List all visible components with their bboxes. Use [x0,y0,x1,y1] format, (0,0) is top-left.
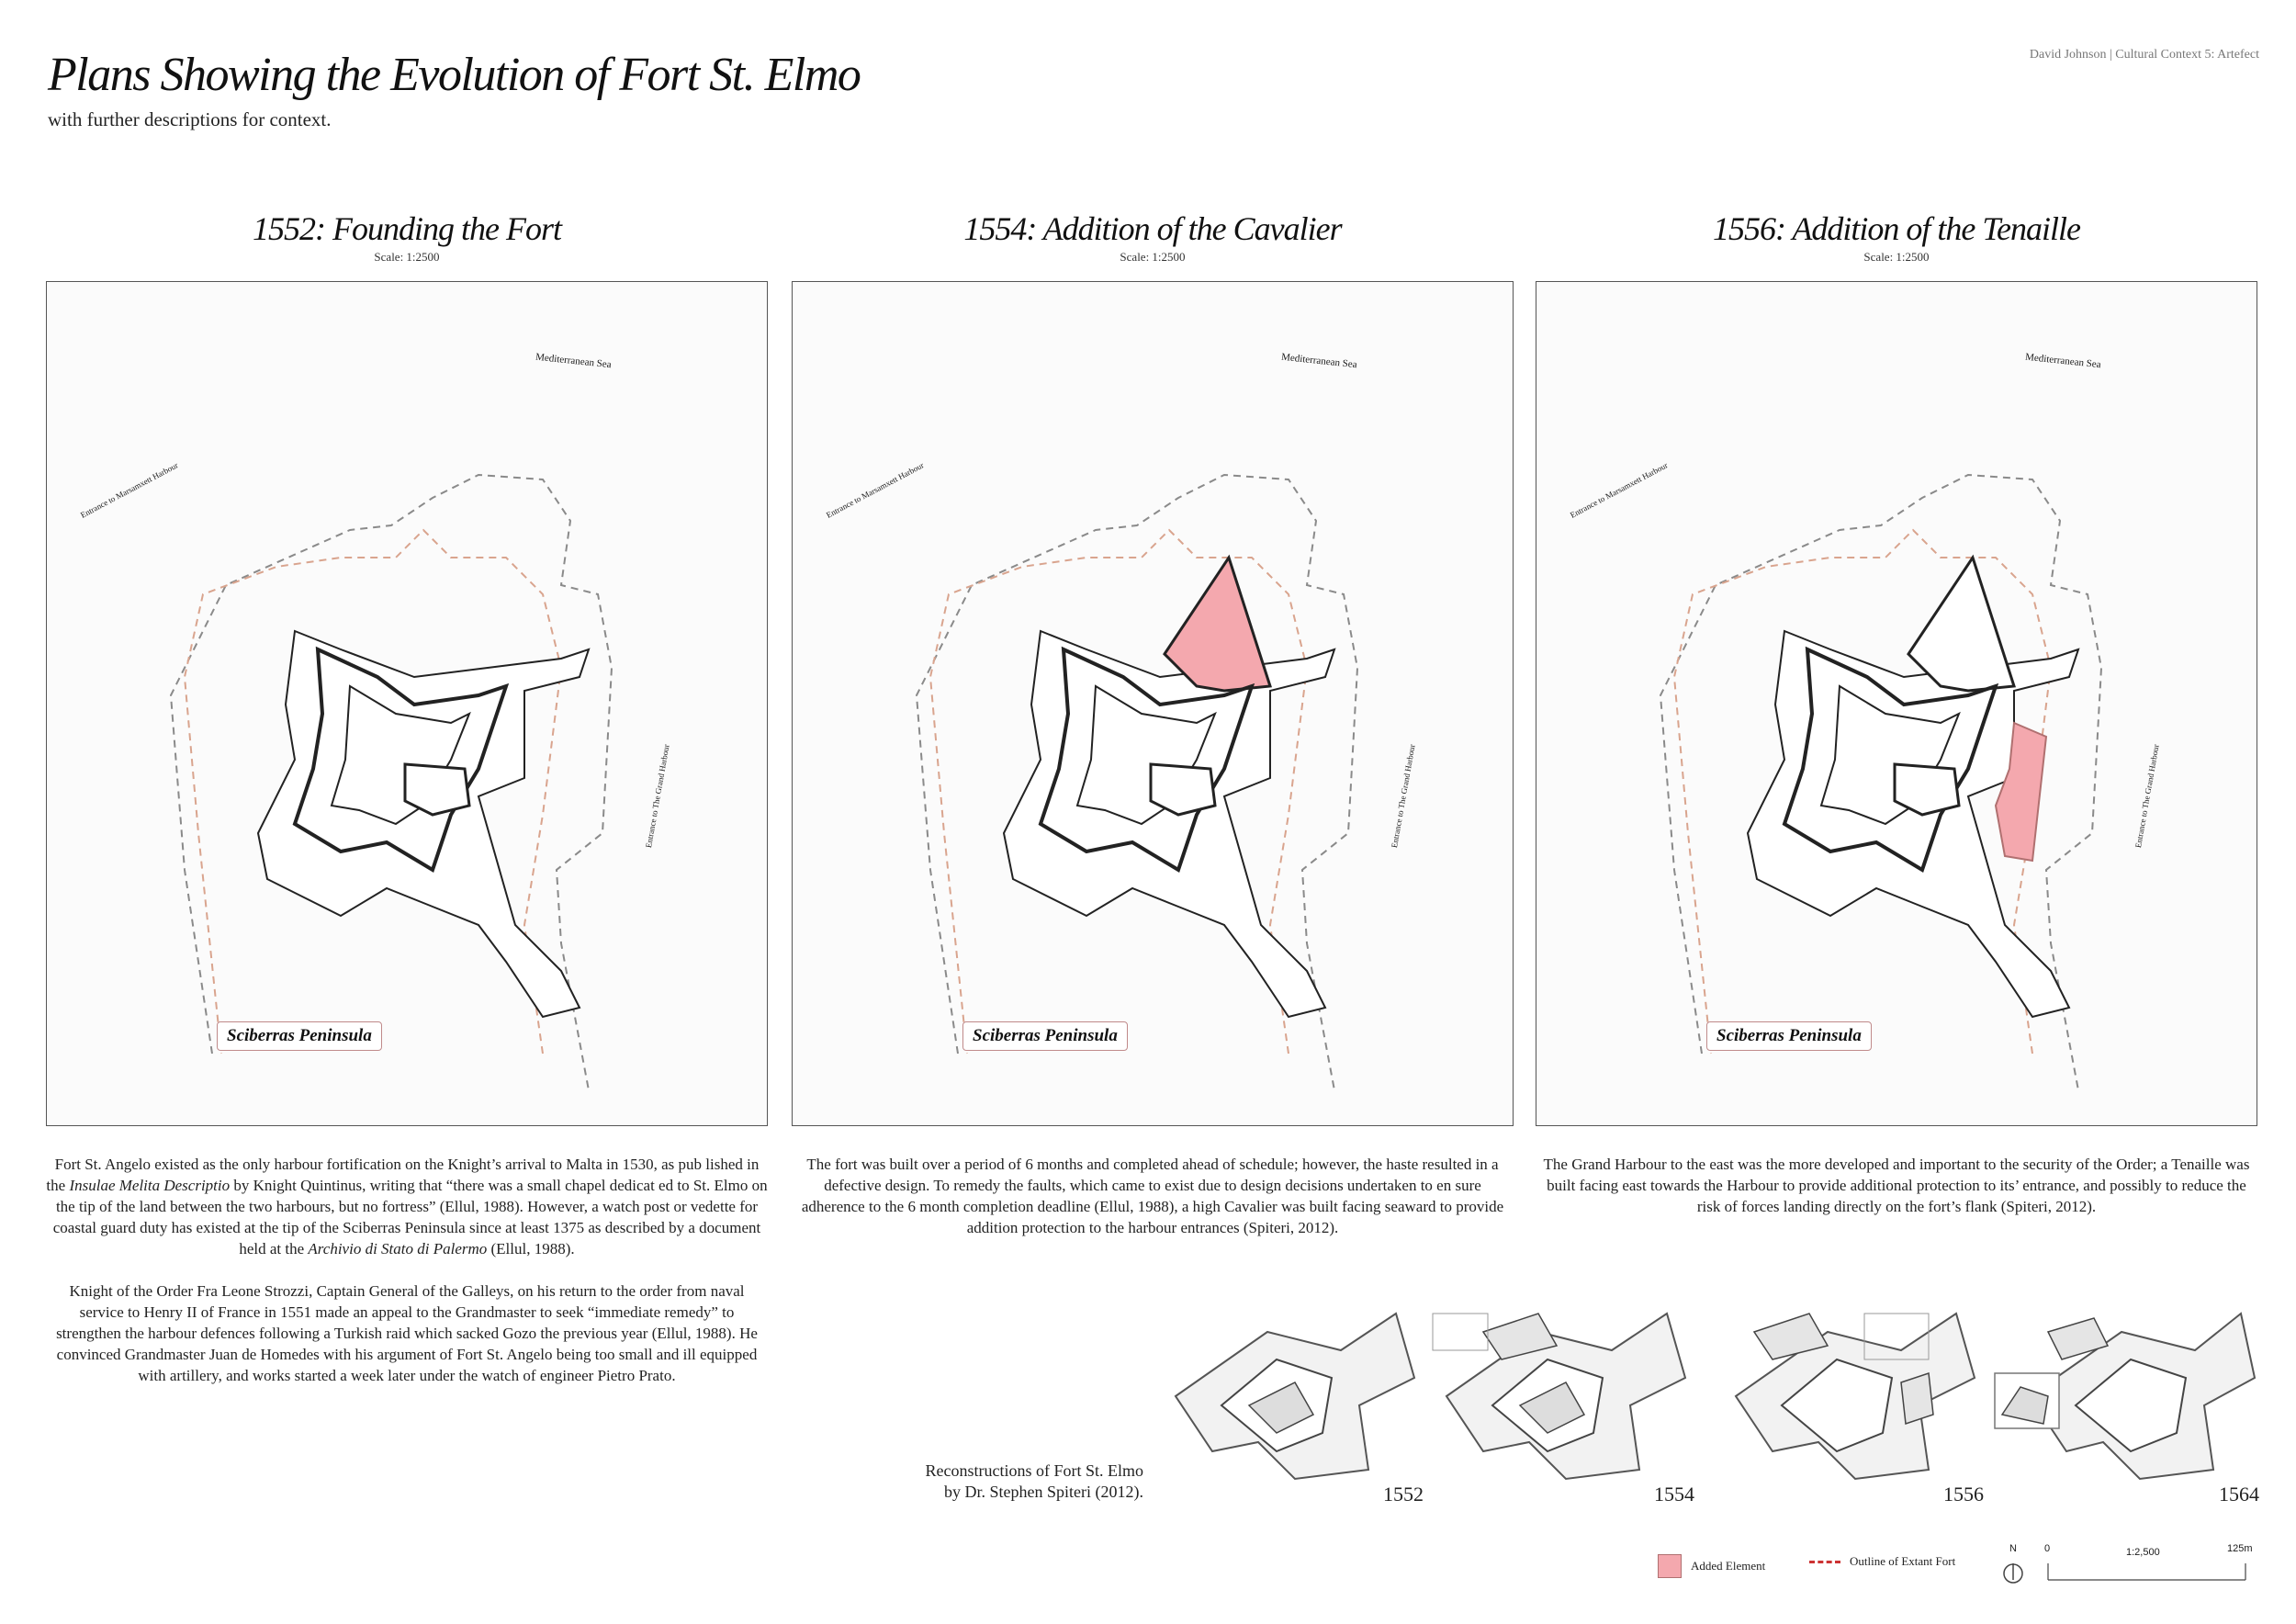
panel-2-heading: 1554: Addition of the Cavalier Scale: 1:… [792,209,1514,265]
reconstruction-sketch [1734,1312,1976,1481]
panel-1-title: 1552: Founding the Fort [253,210,562,247]
page-subtitle: with further descriptions for context. [48,108,332,130]
reconstruction-1554: 1554 [1428,1295,1704,1506]
reconstructions-caption: Reconstructions of Fort St. Elmo by Dr. … [925,1461,1144,1501]
reconstruction-1552: 1552 [1157,1295,1433,1506]
plan-panel-1552: Mediterranean Sea Entrance to Marsamxett… [46,281,768,1126]
peninsula-label: Sciberras Peninsula [1706,1021,1872,1051]
peninsula-label: Sciberras Peninsula [962,1021,1128,1051]
fort-plan-1552 [169,473,613,1091]
reconstruction-1556: 1556 [1717,1295,1993,1506]
scale-start: 0 [2044,1543,2051,1554]
north-label: N [2009,1543,2017,1554]
panel-1-scale: Scale: 1:2500 [374,250,440,264]
reconstruction-sketch [1432,1312,1687,1481]
scale-bar: N 0 1:2,500 125m [2002,1543,2268,1589]
north-arrow-and-scale [2003,1563,2246,1584]
description-1554: The fort was built over a period of 6 mo… [792,1154,1514,1259]
panel-1-heading: 1552: Founding the Fort Scale: 1:2500 [46,209,768,265]
author-credit: David Johnson | Cultural Context 5: Arte… [2029,48,2259,62]
reconstruction-year: 1564 [2219,1483,2259,1506]
fort-plan-1556 [1659,473,2103,1091]
peninsula-label: Sciberras Peninsula [217,1021,382,1051]
legend-extant-outline: Outline of Extant Fort [1809,1554,1955,1569]
plan-panel-1554: Mediterranean Sea Entrance to Marsamxett… [792,281,1514,1126]
scale-ratio: 1:2,500 [2126,1547,2160,1558]
extant-outline-swatch [1809,1560,1840,1563]
panel-3-title: 1556: Addition of the Tenaille [1713,210,2081,247]
plan-panel-1556: Mediterranean Sea Entrance to Marsamxett… [1536,281,2257,1126]
description-1556: The Grand Harbour to the east was the mo… [1536,1154,2257,1238]
panel-2-title: 1554: Addition of the Cavalier [963,210,1342,247]
description-1552: Fort St. Angelo existed as the only harb… [46,1154,768,1407]
page-title: Plans Showing the Evolution of Fort St. … [48,49,861,101]
reconstruction-year: 1552 [1383,1483,1424,1506]
scale-end: 125m [2227,1543,2253,1554]
reconstruction-year: 1554 [1654,1483,1694,1506]
description-1554-paragraph: The fort was built over a period of 6 mo… [801,1156,1504,1236]
panel-3-scale: Scale: 1:2500 [1863,250,1930,264]
panel-2-scale: Scale: 1:2500 [1120,250,1186,264]
panel-3-heading: 1556: Addition of the Tenaille Scale: 1:… [1536,209,2257,265]
description-1552-paragraph-2: Knight of the Order Fra Leone Strozzi, C… [56,1282,758,1384]
reconstruction-1564: 1564 [1993,1295,2268,1506]
description-1552-paragraph-1: Fort St. Angelo existed as the only harb… [46,1156,768,1257]
reconstruction-year: 1556 [1943,1483,1984,1506]
reconstruction-sketch [1994,1312,2257,1481]
description-1556-paragraph: The Grand Harbour to the east was the mo… [1543,1156,2250,1215]
fort-plan-1554 [915,473,1359,1091]
legend-added-element: Added Element [1658,1554,1765,1578]
reconstruction-sketch [1174,1312,1416,1481]
added-element-swatch [1658,1554,1682,1578]
